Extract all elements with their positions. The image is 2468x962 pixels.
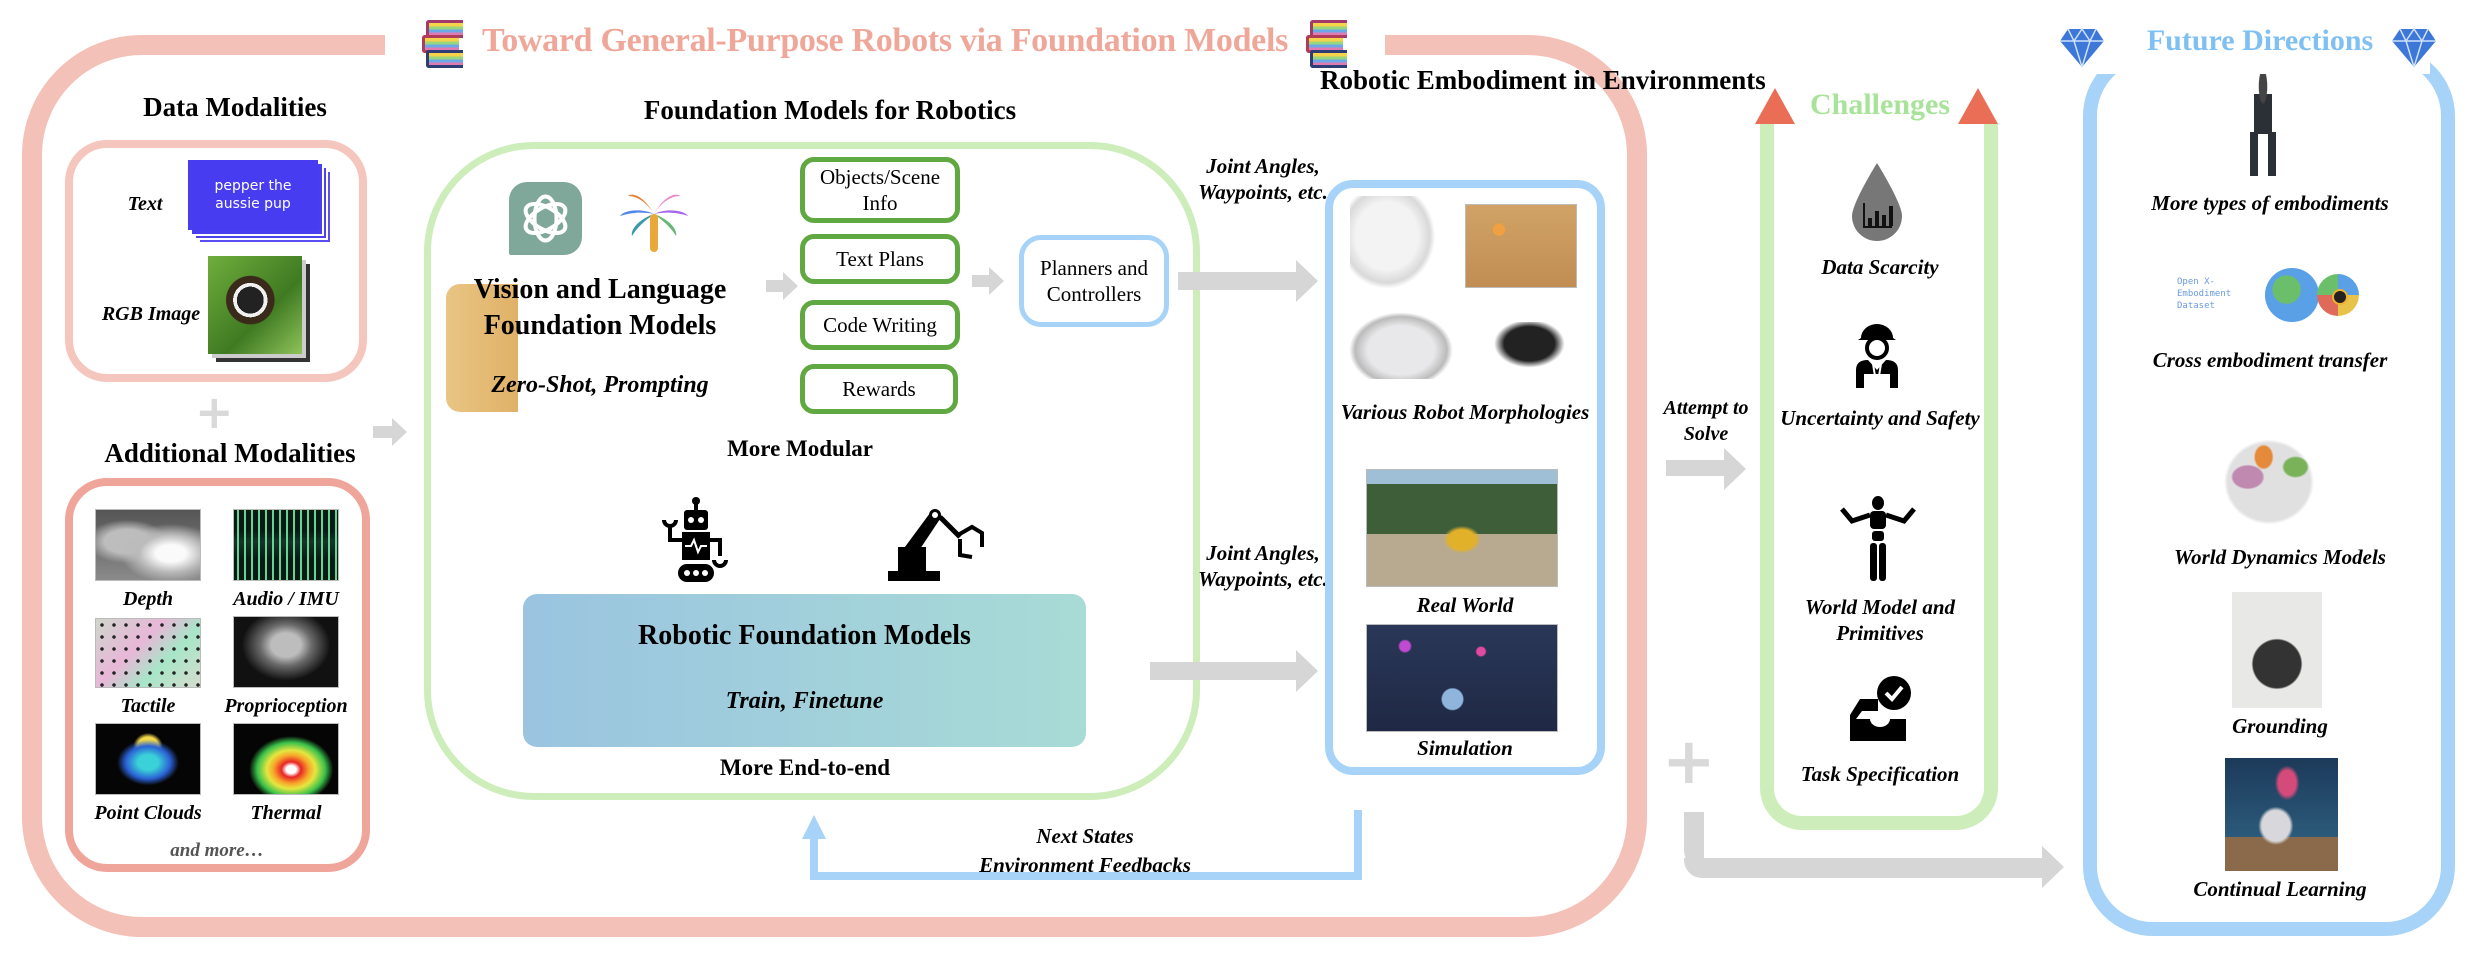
rfm-to-embodiment-arrow	[1150, 650, 1318, 692]
feedback-line-left	[810, 836, 818, 880]
bottom-arrow-to-future	[1684, 846, 2064, 888]
books-icon	[421, 18, 464, 68]
output-objects-scene-info: Objects/Scene Info	[800, 157, 960, 223]
output-text-plans: Text Plans	[800, 234, 960, 284]
world-model-brain-thumbnail	[2216, 432, 2322, 532]
future-heading-backdrop	[2090, 18, 2430, 74]
point-clouds-thumbnail	[95, 723, 201, 795]
data-drop-icon	[1852, 163, 1902, 241]
vlm-title: Vision and Language Foundation Models	[473, 274, 727, 341]
feedback-line-bottom	[810, 872, 1362, 880]
more-modular-label: More Modular	[727, 436, 873, 461]
world-model-primitives-label: World Model and Primitives	[1804, 595, 1956, 645]
robot-icon	[658, 496, 734, 586]
embodiment-heading: Robotic Embodiment in Environments	[1320, 65, 1766, 95]
challenges-box	[1760, 124, 1998, 830]
world-dynamics-models-label: World Dynamics Models	[2174, 545, 2386, 569]
warning-triangle-icon	[1755, 88, 1795, 124]
continual-learning-thumbnail	[2225, 758, 2338, 871]
attempt-to-solve-arrow	[1666, 448, 1746, 490]
simulation-thumbnail	[1366, 624, 1558, 732]
manipulator-robot-thumbnail	[1350, 196, 1442, 296]
feedback-arrowhead-icon	[802, 815, 826, 839]
feedback-label: Next States Environment Feedbacks	[979, 824, 1191, 877]
outputs-to-planners-arrow	[972, 267, 1004, 295]
feedback-line-right	[1354, 810, 1362, 880]
rfm-subtitle: Train, Finetune	[725, 688, 884, 714]
point-clouds-label: Point Clouds	[94, 802, 202, 824]
gemini-palm-logo-icon	[614, 182, 694, 257]
and-more-label: and more…	[170, 840, 264, 861]
depth-thumbnail	[95, 509, 201, 581]
rgb-image-thumbnail	[208, 256, 314, 366]
humanoid-robot-thumbnail	[2240, 74, 2286, 178]
gem-icon	[2392, 27, 2436, 70]
additional-modalities-heading: Additional Modalities	[104, 438, 356, 468]
future-directions-heading: Future Directions	[2146, 24, 2374, 57]
planners-controllers-box: Planners and Controllers	[1019, 235, 1169, 327]
rfm-title: Robotic Foundation Models	[638, 620, 971, 651]
more-embodiments-label: More types of embodiments	[2151, 191, 2389, 215]
worker-icon	[1852, 320, 1902, 390]
joint-angles-top-label: Joint Angles, Waypoints, etc.	[1198, 154, 1328, 204]
cross-embodiment-label: Cross embodiment transfer	[2152, 348, 2388, 372]
vlm-to-outputs-arrow	[766, 272, 798, 300]
grounding-thumbnail	[2232, 592, 2322, 708]
plus-icon: +	[195, 385, 234, 439]
more-end-to-end-label: More End-to-end	[719, 755, 891, 780]
attempt-to-solve-label: Attempt to Solve	[1663, 397, 1749, 445]
thermal-thumbnail	[233, 723, 339, 795]
rgb-image-label: RGB Image	[101, 303, 201, 325]
real-world-thumbnail	[1366, 469, 1558, 587]
tactile-thumbnail	[95, 618, 201, 688]
vlm-accent-bar	[446, 284, 518, 412]
title-banner: Toward General-Purpose Robots via Founda…	[385, 8, 1385, 74]
tabletop-robot-thumbnail	[1465, 204, 1577, 288]
robot-arm-icon	[886, 503, 992, 583]
output-rewards: Rewards	[800, 364, 958, 414]
audio-imu-thumbnail	[233, 509, 339, 581]
gem-icon	[2060, 27, 2104, 70]
warning-triangle-icon	[1958, 88, 1998, 124]
continual-learning-label: Continual Learning	[2193, 877, 2367, 901]
simulation-label: Simulation	[1417, 736, 1513, 760]
real-world-label: Real World	[1416, 593, 1514, 617]
audio-imu-label: Audio / IMU	[233, 588, 339, 610]
foundation-models-heading: Foundation Models for Robotics	[643, 95, 1017, 125]
main-title: Toward General-Purpose Robots via Founda…	[481, 22, 1289, 59]
various-morphologies-label: Various Robot Morphologies	[1340, 400, 1590, 424]
modalities-to-fm-arrow	[373, 418, 407, 446]
thermal-label: Thermal	[250, 802, 322, 824]
data-scarcity-label: Data Scarcity	[1821, 255, 1939, 279]
plus-icon: +	[1662, 725, 1716, 799]
uncertainty-safety-label: Uncertainty and Safety	[1780, 406, 1980, 430]
challenges-heading: Challenges	[1809, 88, 1950, 121]
output-code-writing: Code Writing	[800, 300, 960, 350]
task-specification-label: Task Specification	[1800, 762, 1960, 786]
mannequin-icon	[1838, 495, 1918, 583]
text-thumbnail: pepper the aussie pup	[188, 160, 334, 244]
joint-angles-bottom-label: Joint Angles, Waypoints, etc.	[1198, 541, 1328, 591]
inbox-check-icon	[1848, 675, 1914, 741]
bottom-arrow-vertical	[1684, 812, 1704, 870]
data-modalities-heading: Data Modalities	[143, 92, 327, 122]
chatgpt-logo-icon	[509, 182, 582, 255]
car-robot-thumbnail	[1342, 307, 1460, 379]
books-icon	[1306, 18, 1348, 68]
proprioception-label: Proprioception	[224, 695, 348, 717]
tactile-label: Tactile	[120, 695, 176, 717]
quadruped-robot-thumbnail	[1470, 322, 1578, 384]
planners-to-embodiment-arrow	[1178, 260, 1318, 302]
open-x-embodiment-thumbnail: Open X-Embodiment Dataset	[2177, 268, 2367, 324]
proprioception-thumbnail	[233, 616, 339, 688]
vlm-subtitle: Zero-Shot, Prompting	[491, 372, 709, 398]
robotic-foundation-models-box	[523, 594, 1086, 747]
depth-label: Depth	[123, 588, 173, 610]
text-label: Text	[127, 193, 163, 215]
grounding-label: Grounding	[2232, 714, 2328, 738]
